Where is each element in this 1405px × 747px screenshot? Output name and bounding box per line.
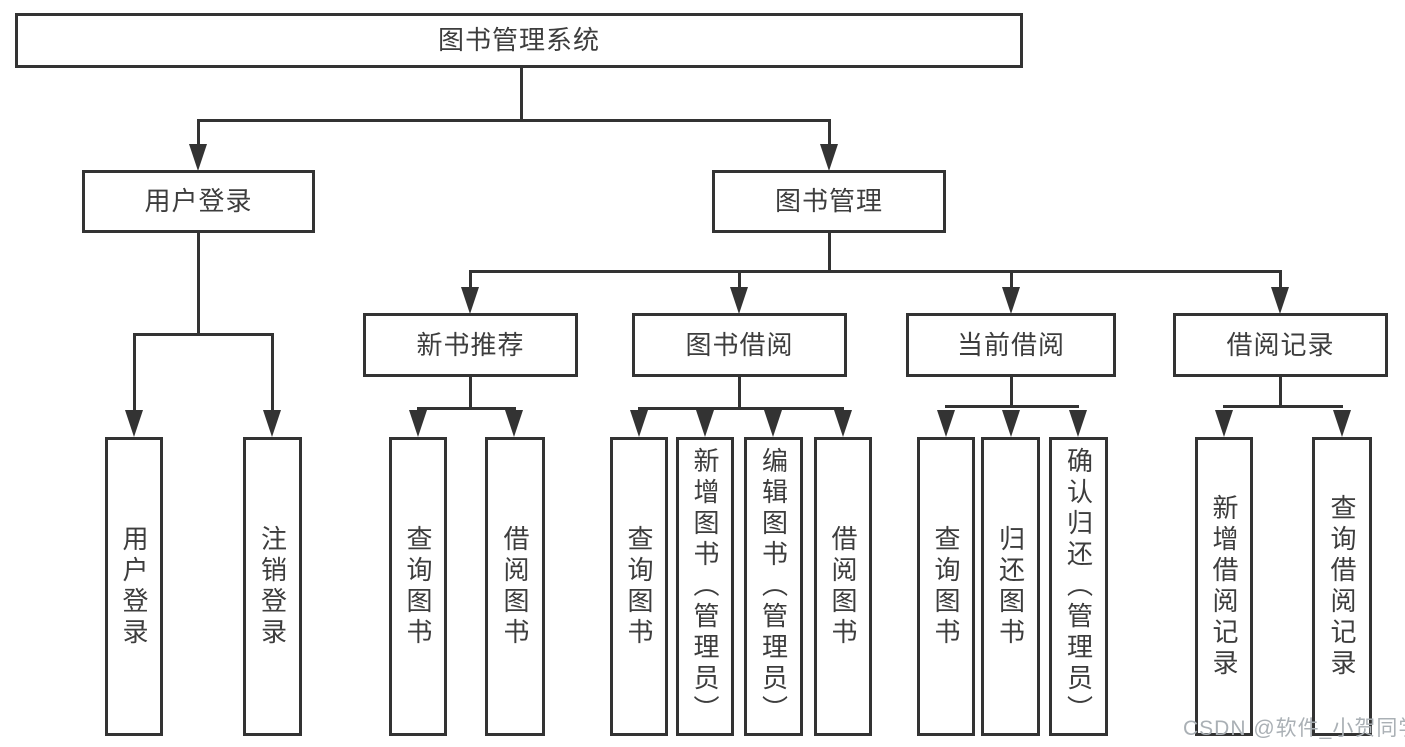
leaf-query-book-2: 查询图书 bbox=[610, 437, 668, 736]
arrowhead-to-query-book-2 bbox=[630, 410, 648, 437]
arrowhead-to-borrow-book-2 bbox=[834, 410, 852, 437]
leaf-logout: 注销登录 bbox=[243, 437, 302, 736]
node-new-book-recommend-label: 新书推荐 bbox=[416, 329, 525, 360]
csdn-watermark: CSDN @软件_小贺同学 bbox=[1183, 717, 1405, 740]
leaf-add-borrow-record-label: 新增借阅记录 bbox=[1209, 493, 1239, 680]
arrowhead-to-book-mgmt bbox=[820, 144, 838, 171]
node-user-login: 用户登录 bbox=[82, 170, 315, 233]
node-new-book-recommend: 新书推荐 bbox=[363, 313, 578, 377]
arrowhead-to-leaf-user-login bbox=[125, 410, 143, 437]
node-library-management-system-label: 图书管理系统 bbox=[437, 25, 600, 56]
leaf-edit-book-admin: 编辑图书（管理员） bbox=[744, 437, 803, 736]
connector-stem-user-login bbox=[197, 119, 200, 147]
connector-stem-borrow-records bbox=[1279, 270, 1282, 292]
leaf-query-book-2-label: 查询图书 bbox=[624, 524, 654, 649]
connector-current-borrow-hline bbox=[945, 405, 1079, 408]
node-current-borrowing-label: 当前借阅 bbox=[956, 329, 1065, 360]
connector-new-book-rec-hline bbox=[417, 407, 516, 410]
connector-book-borrow-vline bbox=[738, 377, 741, 410]
leaf-add-book-admin-label: 新增图书（管理员） bbox=[690, 447, 720, 726]
leaf-borrow-book-2-label: 借阅图书 bbox=[828, 524, 858, 649]
connector-book-mgmt-vline bbox=[828, 233, 831, 273]
leaf-query-borrow-record-label: 查询借阅记录 bbox=[1327, 493, 1357, 680]
leaf-confirm-return-admin: 确认归还（管理员） bbox=[1049, 437, 1108, 736]
node-book-management-label: 图书管理 bbox=[774, 186, 883, 217]
leaf-borrow-book-1-label: 借阅图书 bbox=[500, 524, 530, 649]
leaf-query-book-1: 查询图书 bbox=[389, 437, 447, 736]
leaf-return-book-label: 归还图书 bbox=[995, 524, 1026, 649]
leaf-return-book: 归还图书 bbox=[981, 437, 1040, 736]
arrowhead-to-borrow-book-1 bbox=[505, 410, 523, 437]
arrowhead-to-add-book bbox=[696, 410, 714, 437]
arrowhead-to-borrow-records bbox=[1271, 287, 1289, 314]
connector-stem-current-borrow bbox=[1010, 270, 1013, 292]
connector-stem-leaf-user-login bbox=[133, 333, 136, 411]
connector-stem-leaf-logout bbox=[271, 333, 274, 411]
arrowhead-to-leaf-logout bbox=[263, 410, 281, 437]
arrowhead-to-query-book-3 bbox=[937, 410, 955, 437]
connector-book-mgmt-hline bbox=[469, 270, 1282, 273]
arrowhead-to-query-book-1 bbox=[409, 410, 427, 437]
connector-borrow-records-hline bbox=[1223, 405, 1343, 408]
connector-root-vline bbox=[520, 68, 523, 120]
connector-user-login-vline bbox=[197, 233, 200, 336]
leaf-add-book-admin: 新增图书（管理员） bbox=[676, 437, 734, 736]
leaf-add-borrow-record: 新增借阅记录 bbox=[1195, 437, 1253, 736]
connector-stem-book-borrow bbox=[738, 270, 741, 292]
arrowhead-to-add-borrow-record bbox=[1215, 410, 1233, 437]
arrowhead-to-confirm-return bbox=[1069, 410, 1087, 437]
arrowhead-to-book-borrow bbox=[730, 287, 748, 314]
connector-current-borrow-vline bbox=[1010, 377, 1013, 408]
arrowhead-to-return-book bbox=[1002, 410, 1020, 437]
node-library-management-system: 图书管理系统 bbox=[15, 13, 1023, 68]
leaf-query-book-1-label: 查询图书 bbox=[403, 524, 433, 649]
leaf-logout-label: 注销登录 bbox=[257, 524, 288, 649]
leaf-user-login: 用户登录 bbox=[105, 437, 163, 736]
connector-stem-new-book-rec bbox=[469, 270, 472, 292]
node-current-borrowing: 当前借阅 bbox=[906, 313, 1116, 377]
connector-new-book-rec-vline bbox=[469, 377, 472, 410]
connector-borrow-records-vline bbox=[1279, 377, 1282, 408]
arrowhead-to-user-login bbox=[189, 144, 207, 171]
connector-user-login-hline bbox=[133, 333, 274, 336]
node-borrowing-records: 借阅记录 bbox=[1173, 313, 1388, 377]
node-book-borrowing: 图书借阅 bbox=[632, 313, 847, 377]
leaf-query-book-3-label: 查询图书 bbox=[931, 524, 961, 649]
leaf-borrow-book-2: 借阅图书 bbox=[814, 437, 872, 736]
connector-book-borrow-hline bbox=[638, 407, 844, 410]
leaf-edit-book-admin-label: 编辑图书（管理员） bbox=[758, 447, 789, 726]
node-book-management: 图书管理 bbox=[712, 170, 946, 233]
leaf-query-book-3: 查询图书 bbox=[917, 437, 975, 736]
node-user-login-label: 用户登录 bbox=[144, 186, 253, 217]
leaf-borrow-book-1: 借阅图书 bbox=[485, 437, 545, 736]
node-borrowing-records-label: 借阅记录 bbox=[1226, 329, 1335, 360]
arrowhead-to-edit-book bbox=[764, 410, 782, 437]
arrowhead-to-current-borrow bbox=[1002, 287, 1020, 314]
leaf-user-login-label: 用户登录 bbox=[119, 524, 149, 649]
arrowhead-to-query-borrow-record bbox=[1333, 410, 1351, 437]
connector-root-hline bbox=[197, 119, 831, 122]
arrowhead-to-new-book-rec bbox=[461, 287, 479, 314]
node-book-borrowing-label: 图书借阅 bbox=[685, 329, 794, 360]
leaf-query-borrow-record: 查询借阅记录 bbox=[1312, 437, 1372, 736]
connector-stem-book-mgmt bbox=[828, 119, 831, 147]
leaf-confirm-return-admin-label: 确认归还（管理员） bbox=[1063, 447, 1094, 726]
